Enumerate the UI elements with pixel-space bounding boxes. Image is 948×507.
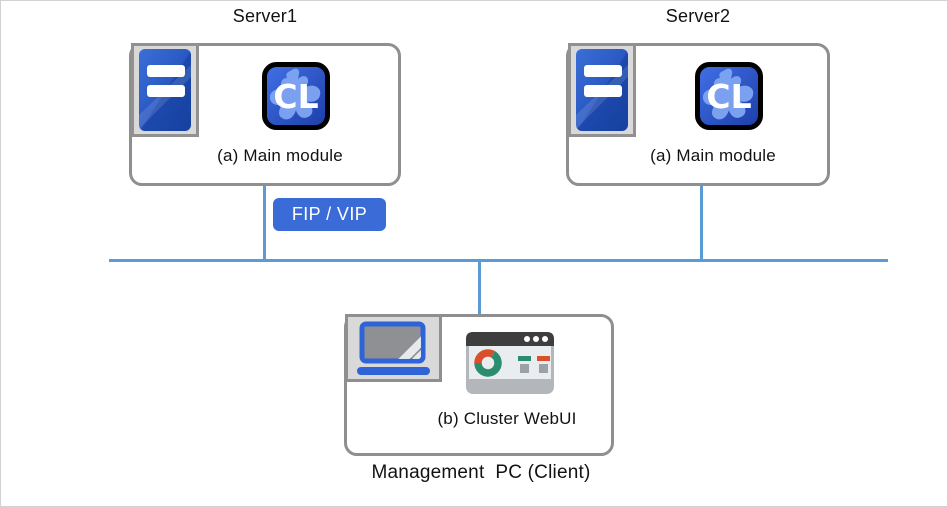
laptop-icon <box>345 314 442 382</box>
server1-title: Server1 <box>232 6 298 26</box>
server-tower-icon <box>131 43 199 137</box>
cl-icon-text: CL <box>273 77 318 116</box>
server-tower-icon <box>568 43 636 137</box>
network-backbone-line <box>109 259 888 262</box>
server2-title: Server2 <box>665 6 731 26</box>
management-pc-caption: Management PC (Client) <box>371 462 591 483</box>
server2-module-label: (a) Main module <box>650 146 776 165</box>
management-pc-module-label: (b) Cluster WebUI <box>437 409 577 428</box>
cl-icon-text: CL <box>706 77 751 116</box>
cluster-cl-icon: CL <box>262 62 330 130</box>
server1-module-label: (a) Main module <box>217 146 343 165</box>
management-pc-network-drop-line <box>478 259 481 315</box>
server1-network-drop-line <box>263 186 266 262</box>
cluster-cl-icon: CL <box>695 62 763 130</box>
webui-dashboard-icon <box>466 332 554 394</box>
fip-vip-badge: FIP / VIP <box>273 198 386 231</box>
server2-network-drop-line <box>700 186 703 262</box>
